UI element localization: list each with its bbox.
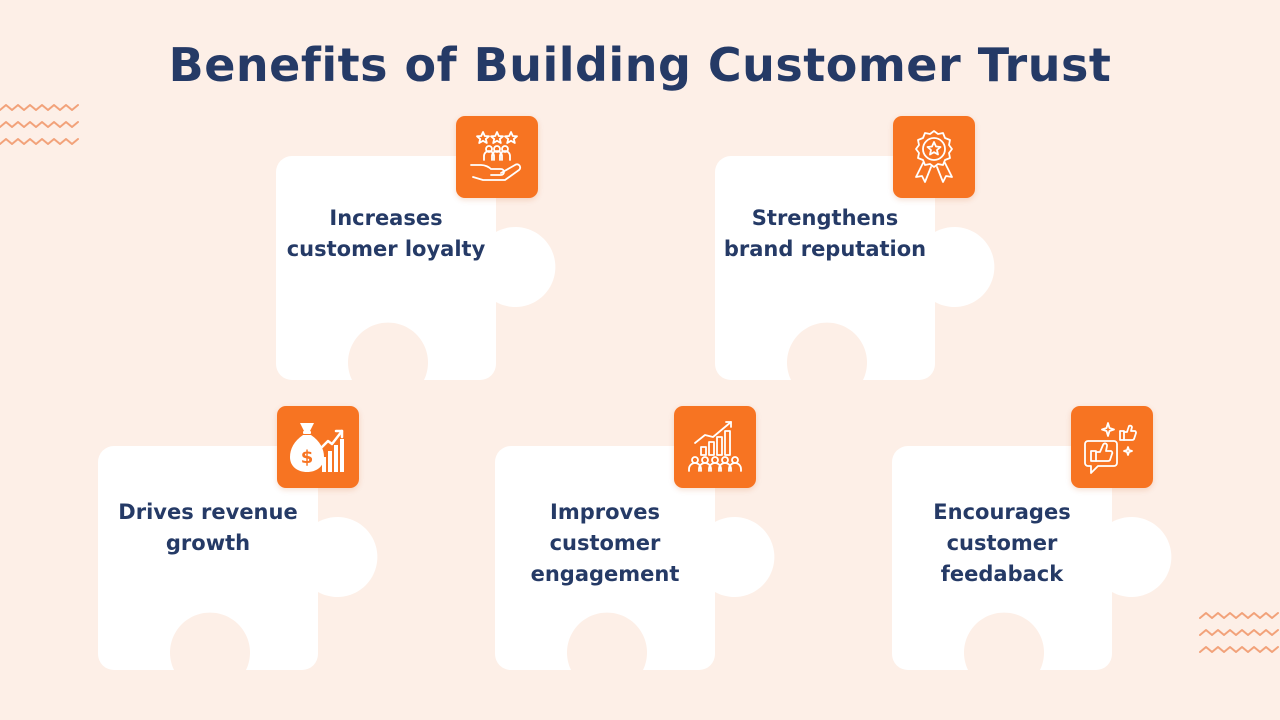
svg-text:$: $ bbox=[301, 447, 314, 468]
puzzle-piece bbox=[892, 446, 1172, 670]
benefit-label: Increases customer loyalty bbox=[286, 206, 486, 261]
hand-with-stars-people-icon bbox=[456, 116, 538, 198]
money-bag-chart-icon: $ bbox=[277, 406, 359, 488]
benefit-card-feedback: Encourages customer feedaback bbox=[892, 406, 1192, 670]
puzzle-piece bbox=[715, 156, 995, 380]
zigzag-decoration-bottom-right bbox=[1199, 612, 1279, 653]
puzzle-piece bbox=[98, 446, 378, 670]
page-title: Benefits of Building Customer Trust bbox=[168, 38, 1112, 92]
award-badge-icon bbox=[893, 116, 975, 198]
benefit-card-reputation: Strengthens brand reputation bbox=[715, 116, 1015, 380]
benefit-label: Strengthens brand reputation bbox=[723, 206, 927, 261]
benefit-label: Encourages customer feedaback bbox=[933, 500, 1071, 586]
puzzle-piece bbox=[276, 156, 556, 380]
benefit-label: Drives revenue growth bbox=[118, 500, 298, 555]
benefit-card-engagement: Improves customer engagement bbox=[495, 406, 795, 670]
benefit-card-loyalty: Increases customer loyalty bbox=[276, 116, 576, 380]
puzzle-piece bbox=[495, 446, 775, 670]
benefit-label: Improves customer engagement bbox=[530, 500, 680, 586]
feedback-thumbs-up-icon bbox=[1071, 406, 1153, 488]
growth-chart-audience-icon bbox=[674, 406, 756, 488]
benefit-card-revenue: $ Drives revenue growth bbox=[98, 406, 398, 670]
zigzag-decoration-top-left bbox=[0, 104, 79, 145]
